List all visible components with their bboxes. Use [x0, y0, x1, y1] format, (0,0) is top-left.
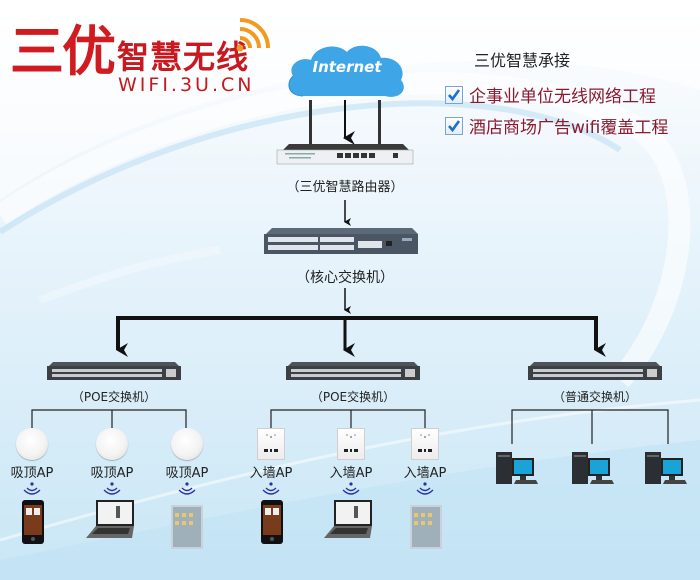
poe-switch-icon: [47, 362, 181, 380]
core-switch-label: （核心交换机）: [296, 270, 394, 286]
ceiling-ap-icon: [171, 428, 203, 460]
service-item-label: 企事业单位无线网络工程: [469, 87, 656, 107]
smartphone-icon: [22, 500, 44, 544]
desktop-pc-icon: [496, 452, 538, 484]
wifi-signal-icon: [342, 482, 360, 495]
ap-label: 入墙AP: [403, 466, 447, 481]
switch-icon: [528, 362, 662, 380]
brand-logo-main: 三优: [10, 20, 116, 83]
ceiling-ap-icon: [16, 428, 48, 460]
brand-url: WIFI.3U.CN: [118, 74, 255, 96]
tablet-icon: [410, 505, 442, 549]
internet-label: Internet: [312, 58, 382, 76]
desktop-pc-icon: [572, 452, 614, 484]
service-item: 企事业单位无线网络工程: [445, 82, 656, 107]
router-label: （三优智慧路由器）: [286, 180, 404, 195]
wifi-signal-icon: [262, 482, 280, 495]
in-wall-ap-icon: [411, 428, 439, 460]
ap-label: 入墙AP: [329, 466, 373, 481]
core-switch-icon: [264, 228, 418, 254]
branch-tree-2: [270, 409, 426, 428]
laptop-icon: [324, 500, 372, 538]
ap-label: 吸顶AP: [10, 466, 54, 481]
in-wall-ap-icon: [257, 428, 285, 460]
desktop-pc-icon: [645, 452, 687, 484]
branch-tree-1: [31, 409, 187, 428]
wifi-signal-icon: [23, 482, 41, 495]
switch-label: （普通交换机）: [552, 390, 638, 404]
ap-label: 吸顶AP: [90, 466, 134, 481]
smartphone-icon: [261, 500, 283, 544]
brand-logo-sub: 智慧无线: [117, 38, 250, 76]
wifi-signal-icon: [416, 482, 434, 495]
poe-switch-label: （POE交换机）: [310, 390, 396, 404]
wifi-signal-icon: [178, 482, 196, 495]
laptop-icon: [86, 500, 134, 538]
poe-switch-label: （POE交换机）: [71, 390, 157, 404]
router-icon: [276, 100, 414, 165]
checkbox-checked-icon: [445, 116, 463, 135]
cloud-icon: [288, 45, 404, 97]
service-item: 酒店商场广告wifi覆盖工程: [445, 113, 668, 138]
ceiling-ap-icon: [96, 428, 128, 460]
tablet-icon: [171, 505, 203, 549]
poe-switch-icon: [286, 362, 420, 380]
services-title: 三优智慧承接: [474, 51, 571, 70]
wifi-signal-icon: [236, 18, 270, 52]
branch-tree-3: [511, 409, 669, 444]
service-item-label: 酒店商场广告wifi覆盖工程: [469, 118, 669, 138]
ap-label: 入墙AP: [249, 466, 293, 481]
distribution-bus: [116, 316, 598, 350]
wifi-signal-icon: [103, 482, 121, 495]
ap-label: 吸顶AP: [165, 466, 209, 481]
in-wall-ap-icon: [337, 428, 365, 460]
checkbox-checked-icon: [445, 85, 463, 104]
